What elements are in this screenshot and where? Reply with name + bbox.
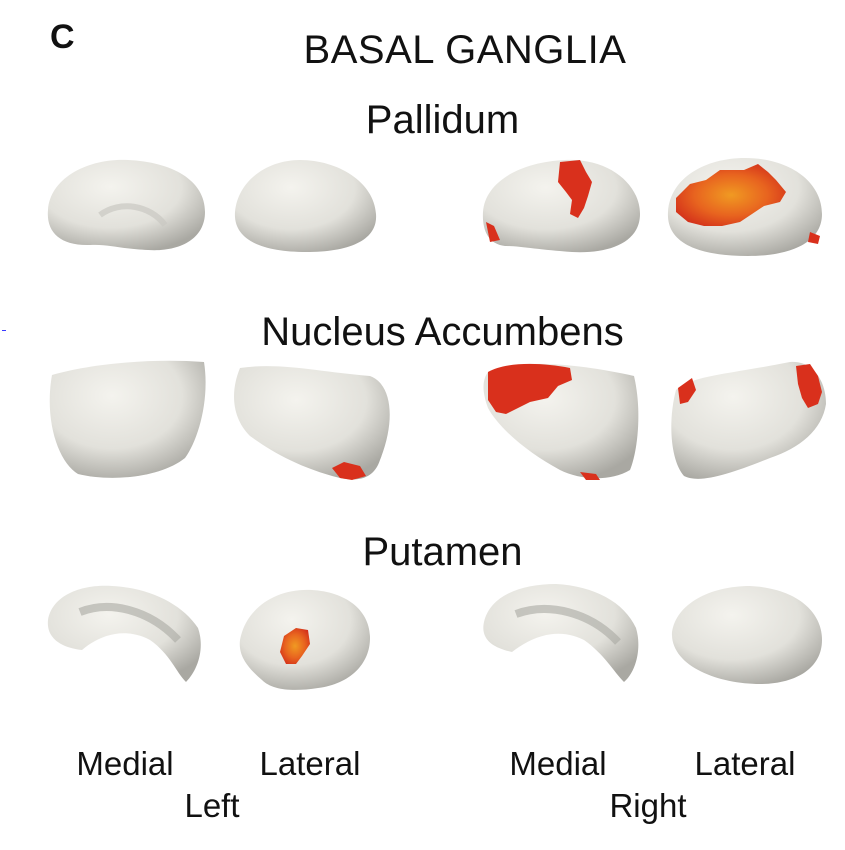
putamen-right-lateral [671, 586, 822, 684]
pallidum-left-medial [47, 159, 205, 251]
putamen-right-medial [483, 584, 639, 682]
pallidum-left-lateral [234, 160, 377, 252]
nucleus-accumbens-right-lateral [671, 361, 826, 479]
stray-mark [2, 330, 6, 331]
view-label-right-lateral: Lateral [694, 745, 796, 782]
panel-letter: C [50, 18, 75, 56]
section-title-putamen: Putamen [362, 530, 523, 574]
view-label-left-lateral: Lateral [259, 745, 361, 782]
pallidum-right-lateral [667, 158, 822, 256]
section-title-pallidum: Pallidum [365, 98, 520, 142]
hemisphere-label-left: Left [184, 787, 240, 824]
view-label-left-medial: Medial [76, 745, 174, 782]
view-label-right-medial: Medial [509, 745, 607, 782]
putamen-left-lateral [239, 589, 370, 690]
figure-title: BASAL GANGLIA [303, 28, 627, 72]
pallidum-right-medial [482, 159, 640, 253]
nucleus-accumbens-left-lateral [234, 366, 390, 480]
section-title-nucleus-accumbens: Nucleus Accumbens [261, 310, 624, 354]
putamen-left-medial [47, 585, 201, 682]
nucleus-accumbens-left-medial [49, 360, 206, 478]
hemisphere-label-right: Right [609, 787, 687, 824]
nucleus-accumbens-right-medial [483, 363, 639, 480]
